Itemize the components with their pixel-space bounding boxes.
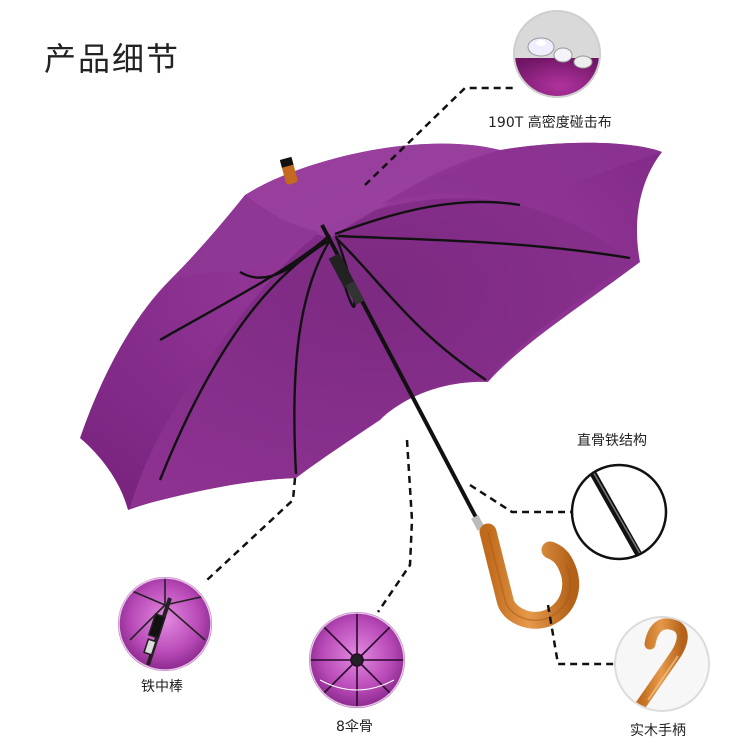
handle-detail-circle bbox=[614, 616, 710, 712]
fabric-detail-circle bbox=[513, 10, 601, 98]
fabric-label: 190T 高密度碰击布 bbox=[488, 115, 612, 131]
umbrella-ribs bbox=[158, 200, 631, 481]
frame-detail-circle bbox=[570, 463, 668, 561]
shaft-label: 铁中棒 bbox=[141, 679, 183, 695]
umbrella-shaft bbox=[279, 156, 482, 526]
ribs-detail-circle bbox=[309, 612, 405, 708]
handle-label: 实木手柄 bbox=[630, 723, 686, 739]
frame-label: 直骨铁结构 bbox=[577, 433, 647, 449]
callout-lines bbox=[206, 86, 615, 666]
shaft-detail-circle bbox=[118, 577, 212, 671]
umbrella-handle bbox=[471, 514, 580, 629]
page-title: 产品细节 bbox=[44, 40, 181, 78]
ribs-label: 8伞骨 bbox=[336, 719, 373, 735]
umbrella-canopy bbox=[80, 142, 662, 511]
